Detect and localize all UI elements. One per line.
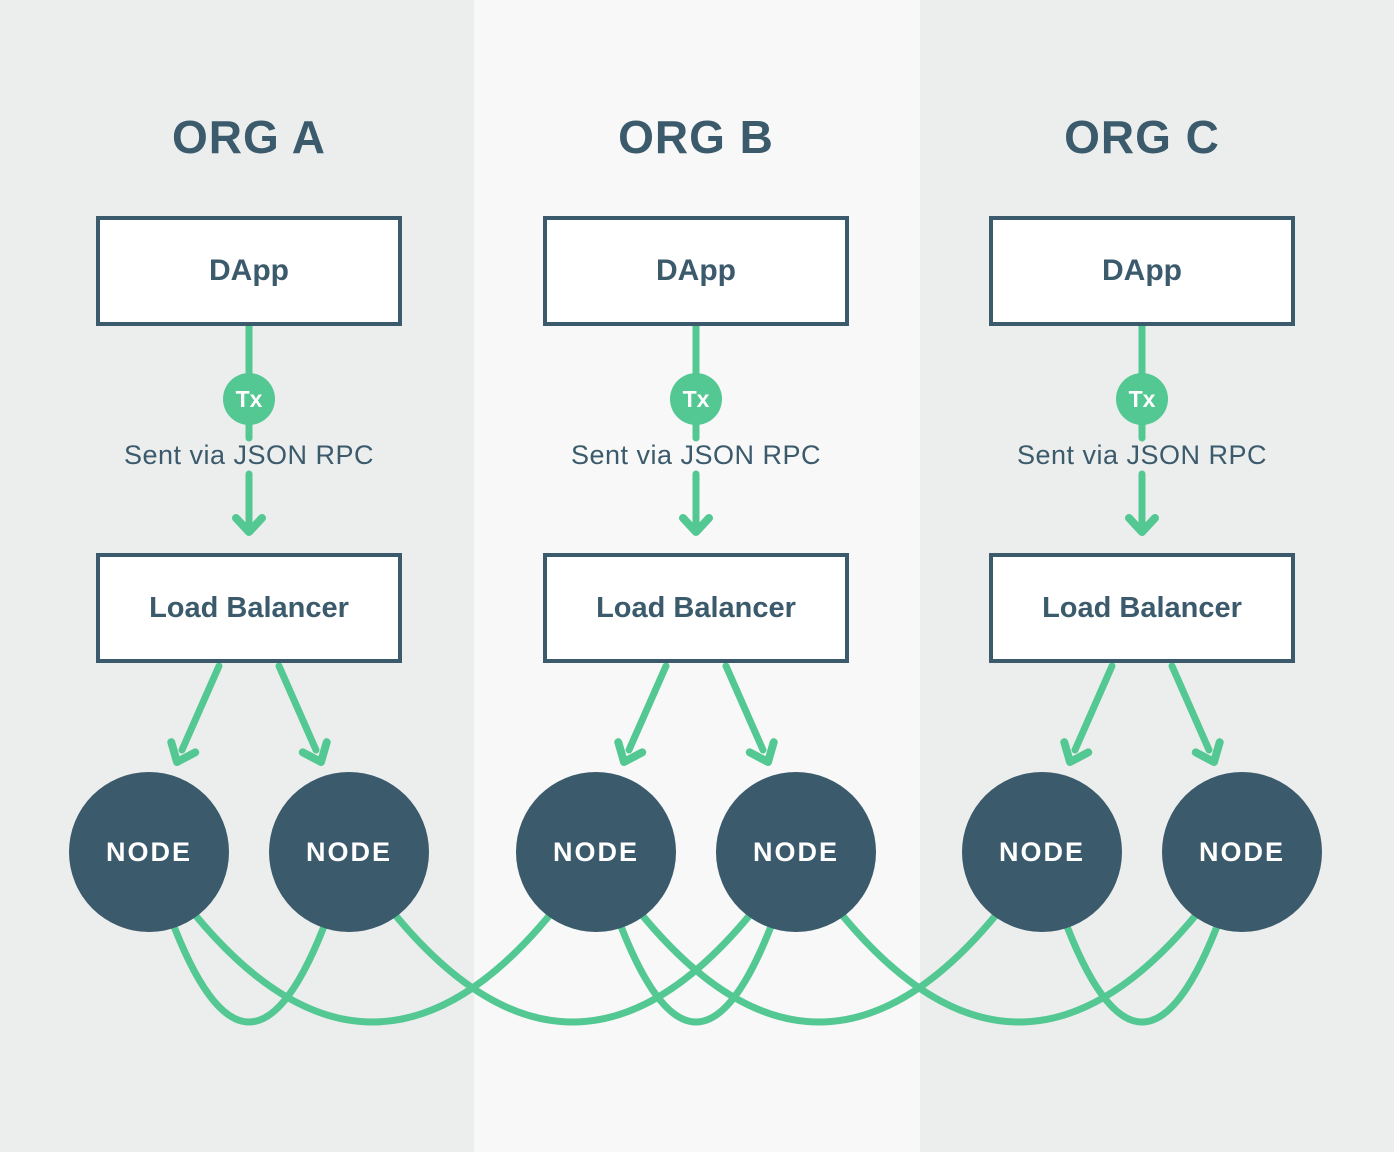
load-balancer-label: Load Balancer [1042,591,1242,624]
dapp-label: DApp [209,254,289,287]
rpc-label: Sent via JSON RPC [570,440,822,470]
org-title: ORG A [171,111,327,163]
dapp-box: DApp [989,216,1295,326]
tx-to-lb-arrowhead [232,514,266,536]
dapp-label: DApp [1102,254,1182,287]
load-balancer-box: Load Balancer [543,553,849,663]
rpc-label: Sent via JSON RPC [123,440,375,470]
lb-to-right-node-arrow-shaft [1168,662,1213,754]
lb-to-right-node-arrowhead [745,738,778,766]
load-balancer-label: Load Balancer [596,591,796,624]
tx-label: Tx [1128,385,1156,412]
tx-badge: Tx [670,373,722,425]
node-mesh-arc-1-3 [145,848,600,1026]
tx-to-lb-arrowhead [679,514,713,536]
org-a-column: ORG A DApp Tx Sent via JSON RPC Load Bal… [12,0,486,1152]
tx-badge: Tx [1116,373,1168,425]
org-b-column: ORG B DApp Tx Sent via JSON RPC Load Bal… [459,0,933,1152]
node-mesh-arc-3-4 [592,848,800,1026]
lb-to-left-node-arrow-shaft [178,662,223,754]
tx-label: Tx [235,385,263,412]
node-circle: NODE [69,772,229,932]
lb-to-left-node-arrow-shaft [625,662,670,754]
lb-to-right-node-arrow-shaft [275,662,320,754]
node-mesh [145,848,1246,1026]
node-circle: NODE [516,772,676,932]
node-circle: NODE [1162,772,1322,932]
lb-to-right-node-arrow-shaft [722,662,767,754]
load-balancer-box: Load Balancer [96,553,402,663]
lb-to-left-node-arrowhead [167,738,200,766]
org-title: ORG B [618,111,774,163]
load-balancer-box: Load Balancer [989,553,1295,663]
rpc-label: Sent via JSON RPC [1016,440,1268,470]
node-mesh-arc-4-6 [792,848,1246,1026]
node-circle: NODE [716,772,876,932]
org-title: ORG C [1064,111,1220,163]
lb-to-left-node-arrow-shaft [1071,662,1116,754]
lb-to-right-node-arrowhead [1191,738,1224,766]
lb-to-left-node-arrowhead [614,738,647,766]
tx-badge: Tx [223,373,275,425]
load-balancer-label: Load Balancer [149,591,349,624]
node-mesh-arc-3-5 [592,848,1046,1026]
node-circle: NODE [962,772,1122,932]
org-c-column: ORG C DApp Tx Sent via JSON RPC Load Bal… [905,0,1379,1152]
node-mesh-arc-1-2 [145,848,353,1026]
tx-label: Tx [682,385,710,412]
tx-to-lb-arrowhead [1125,514,1159,536]
node-circle: NODE [269,772,429,932]
dapp-box: DApp [96,216,402,326]
lb-to-right-node-arrowhead [298,738,331,766]
dapp-box: DApp [543,216,849,326]
node-mesh-arc-5-6 [1038,848,1246,1026]
node-mesh-arc-2-4 [345,848,800,1026]
dapp-label: DApp [656,254,736,287]
lb-to-left-node-arrowhead [1060,738,1093,766]
org-c-connectors [1060,316,1224,766]
